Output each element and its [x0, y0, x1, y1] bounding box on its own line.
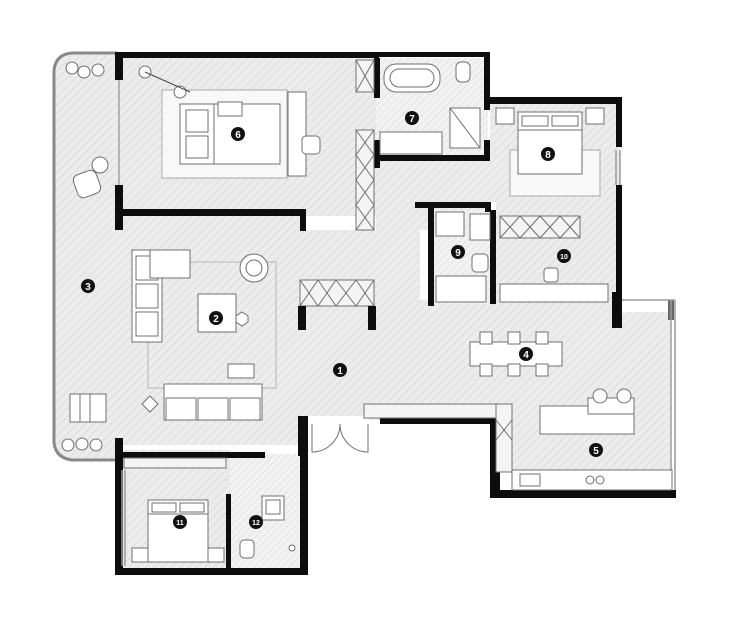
svg-text:7: 7 — [409, 114, 415, 125]
room-marker-6: 6 — [231, 127, 245, 141]
svg-text:10: 10 — [560, 254, 568, 261]
room-marker-12: 12 — [249, 515, 263, 529]
svg-text:11: 11 — [176, 520, 184, 527]
svg-text:8: 8 — [545, 150, 551, 161]
bench-ottoman — [227, 363, 255, 379]
svg-text:3: 3 — [85, 282, 91, 293]
room-marker-1: 1 — [333, 363, 347, 377]
svg-text:2: 2 — [213, 314, 219, 325]
svg-text:5: 5 — [593, 446, 599, 457]
entrance-door — [311, 423, 341, 453]
desk-chair-10 — [543, 267, 559, 283]
svg-text:4: 4 — [523, 350, 529, 361]
walls — [52, 51, 676, 575]
bedside-table — [217, 101, 243, 117]
svg-text:12: 12 — [252, 520, 260, 527]
room-marker-11: 11 — [173, 515, 187, 529]
toilet-7 — [455, 61, 471, 83]
room-marker-10: 10 — [557, 249, 571, 263]
room-marker-3: 3 — [81, 279, 95, 293]
room-marker-9: 9 — [451, 245, 465, 259]
vanity-7 — [379, 131, 443, 155]
balcony-bench — [69, 393, 107, 423]
tv-cabinet — [299, 279, 375, 307]
wardrobe-11 — [123, 457, 227, 469]
svg-text:1: 1 — [337, 366, 343, 377]
desk-10 — [499, 283, 609, 303]
furniture — [61, 59, 673, 563]
toilet-9 — [471, 253, 489, 273]
svg-text:9: 9 — [455, 248, 461, 259]
balcony-chair — [72, 169, 102, 199]
room-markers: 1 2 3 4 5 6 7 8 9 10 11 12 — [81, 111, 603, 529]
plants-top — [61, 61, 105, 452]
corridor-wardrobe — [355, 129, 375, 231]
side-table — [141, 395, 159, 413]
vanity-9 — [469, 213, 491, 241]
desk-chair-6 — [301, 135, 321, 155]
room-marker-2: 2 — [209, 311, 223, 325]
kitchen-cabinets — [363, 403, 513, 419]
dining-table — [469, 341, 563, 367]
desk-6 — [287, 91, 307, 177]
toilet-12 — [239, 539, 255, 559]
balcony-floor — [54, 54, 118, 460]
windows — [118, 80, 676, 566]
room-marker-7: 7 — [405, 111, 419, 125]
room-marker-5: 5 — [589, 443, 603, 457]
svg-text:6: 6 — [235, 130, 241, 141]
room-marker-4: 4 — [519, 347, 533, 361]
shower-9 — [435, 275, 487, 303]
wardrobe-10 — [499, 215, 581, 239]
room-marker-8: 8 — [541, 147, 555, 161]
chaise — [149, 249, 191, 279]
balcony-side-table — [91, 156, 109, 174]
